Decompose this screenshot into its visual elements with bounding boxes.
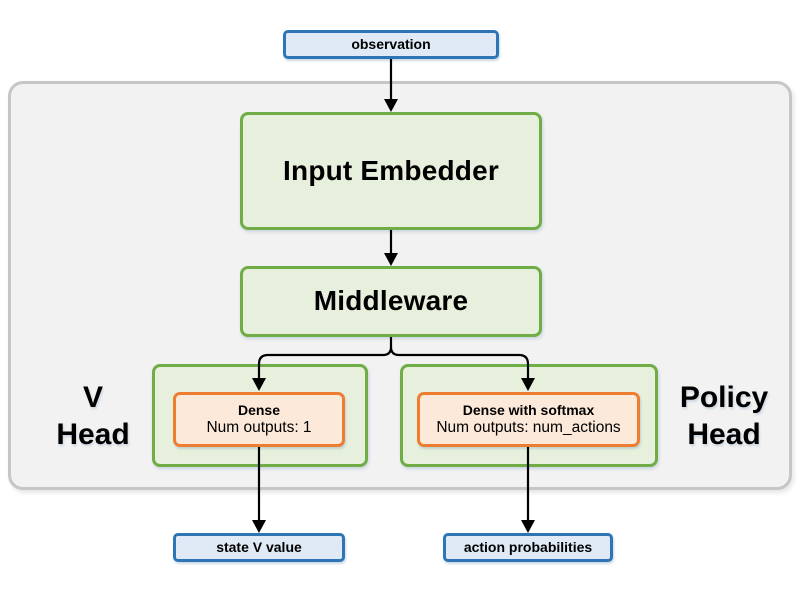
policy-dense-subtitle: Num outputs: num_actions [436, 419, 621, 437]
v-head-label-line2: Head [56, 418, 130, 451]
v-dense-subtitle: Num outputs: 1 [206, 419, 312, 437]
v-head-label-line1: V [82, 381, 103, 414]
observation-node: observation [283, 30, 499, 59]
policy-dense-node: Dense with softmax Num outputs: num_acti… [417, 392, 640, 447]
v-head-dense-node: Dense Num outputs: 1 [173, 392, 345, 447]
policy-dense-title: Dense with softmax [462, 402, 595, 419]
policy-head-label-line1: Policy [679, 381, 769, 414]
v-head-label: V Head [38, 379, 148, 453]
state-v-value-node: state V value [173, 533, 345, 562]
middleware-node: Middleware [240, 266, 542, 337]
input-embedder-node: Input Embedder [240, 112, 542, 230]
policy-head-label-line2: Head [687, 418, 761, 451]
policy-head-label: Policy Head [660, 379, 788, 453]
v-dense-title: Dense [237, 402, 281, 419]
action-probabilities-node: action probabilities [443, 533, 613, 562]
